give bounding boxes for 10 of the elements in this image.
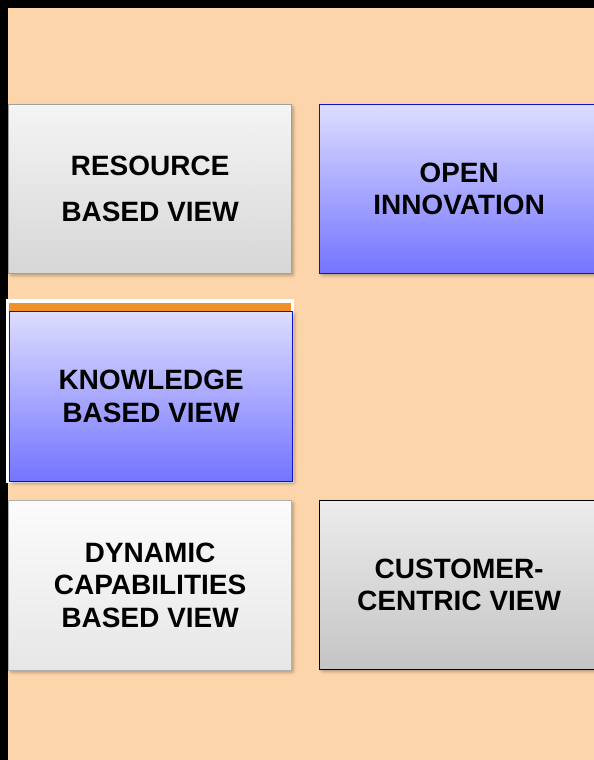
concept-box bbox=[8, 500, 292, 671]
concept-label: RESOURCE BASED VIEW bbox=[60, 148, 240, 229]
concept-box bbox=[319, 104, 594, 274]
concept-label: CUSTOMER-CENTRIC VIEW bbox=[356, 552, 562, 618]
concept-label: OPEN INNOVATION bbox=[372, 156, 546, 222]
concept-box bbox=[319, 500, 594, 670]
concept-label: DYNAMIC CAPABILITIES BASED VIEW bbox=[52, 537, 248, 634]
concept-label: KNOWLEDGE BASED VIEW bbox=[57, 364, 245, 429]
concept-box bbox=[8, 104, 292, 274]
concept-box bbox=[9, 311, 293, 482]
